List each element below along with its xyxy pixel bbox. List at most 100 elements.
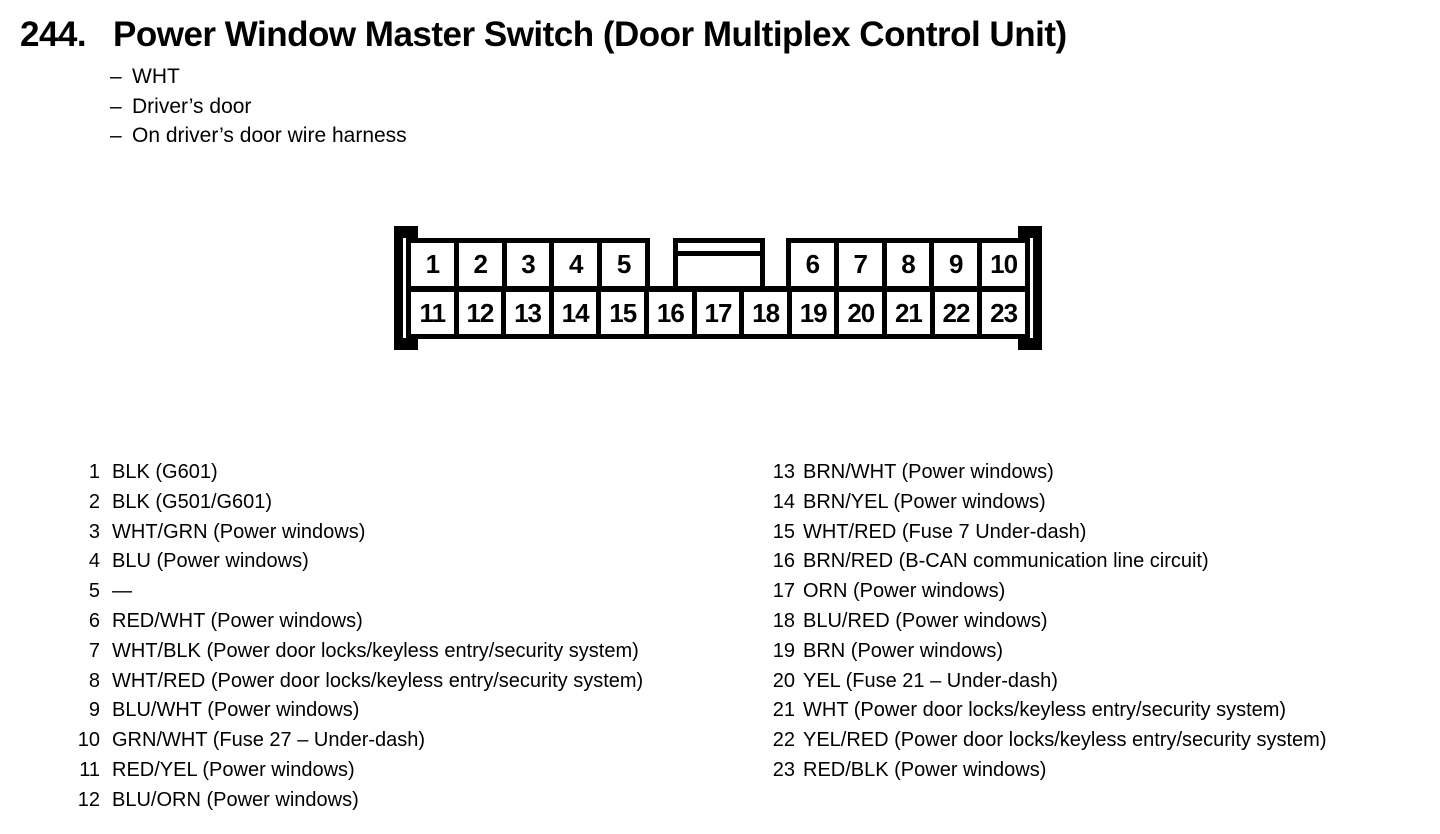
connector-pin-block-11-23: 11 12 13 14 15 16 17 18 19 20 21 22 23 <box>406 286 1030 339</box>
pin-number: 14 <box>772 490 795 513</box>
pin-row: 17 ORN (Power windows) <box>769 577 1327 607</box>
pin-number: 19 <box>772 639 795 662</box>
pin-description: BLU/ORN (Power windows) <box>112 788 359 811</box>
pin-number: 8 <box>88 669 100 692</box>
pin-cell-11: 11 <box>419 297 446 328</box>
pin-number: 17 <box>772 580 795 603</box>
pin-description: BLK (G501/G601) <box>112 490 273 513</box>
pin-number: 2 <box>88 490 100 513</box>
pin-description: BRN (Power windows) <box>803 639 1004 662</box>
connector-pin-block-1-5: 1 2 3 4 5 <box>406 238 650 286</box>
pin-cell-10: 10 <box>977 243 1025 286</box>
connector-diagram: 1 2 3 4 5 6 7 8 9 10 11 12 13 14 15 16 <box>394 226 1042 350</box>
pin-cell-23: 23 <box>977 292 1025 334</box>
pin-row: 14 BRN/YEL (Power windows) <box>769 488 1327 518</box>
page-title: Power Window Master Switch (Door Multipl… <box>113 15 1067 54</box>
pin-description: BLU/WHT (Power windows) <box>112 699 360 722</box>
pin-row: 7 WHT/BLK (Power door locks/keyless entry… <box>72 637 643 667</box>
pin-cell-19: 19 <box>786 292 835 334</box>
pin-row: 8 WHT/RED (Power door locks/keyless entry… <box>72 667 643 697</box>
pin-description: WHT/GRN (Power windows) <box>112 520 366 543</box>
pin-number: 21 <box>772 699 795 722</box>
pin-cell-21: 21 <box>882 292 930 334</box>
note-line: –Driver’s door <box>110 92 407 122</box>
pin-description: YEL (Fuse 21 – Under-dash) <box>803 669 1058 692</box>
pin-row: 20 YEL (Fuse 21 – Under-dash) <box>769 667 1327 697</box>
pin-number: 15 <box>772 520 795 543</box>
connector-pin-block-6-10: 6 7 8 9 10 <box>786 238 1030 286</box>
pin-cell-20: 20 <box>834 292 882 334</box>
note-dash: – <box>110 94 122 118</box>
pin-number: 11 <box>79 758 100 781</box>
pin-row: 23 RED/BLK (Power windows) <box>769 756 1327 786</box>
pin-row: 22 YEL/RED (Power door locks/keyless entr… <box>769 726 1327 756</box>
pin-number: 20 <box>772 669 795 692</box>
pin-description: BRN/YEL (Power windows) <box>803 490 1046 513</box>
connector-top-row: 1 2 3 4 5 6 7 8 9 10 <box>406 238 1030 286</box>
connector-right-rail <box>1018 226 1042 350</box>
pin-cell-8: 8 <box>881 243 930 286</box>
pin-row: 9 BLU/WHT (Power windows) <box>72 696 643 726</box>
pin-row: 19 BRN (Power windows) <box>769 637 1327 667</box>
pin-row: 6 RED/WHT (Power windows) <box>72 607 643 637</box>
pin-number: 3 <box>88 520 100 543</box>
pin-description: RED/WHT (Power windows) <box>112 609 363 632</box>
pin-cell-4: 4 <box>549 243 597 286</box>
pin-number: 12 <box>77 788 100 811</box>
pin-description: WHT (Power door locks/keyless entry/secu… <box>803 699 1287 722</box>
section-number: 244. <box>20 15 87 54</box>
pin-number: 4 <box>88 550 100 573</box>
pin-number: 9 <box>88 699 100 722</box>
note-text: WHT <box>132 65 180 88</box>
pin-description: BRN/WHT (Power windows) <box>803 461 1054 483</box>
pin-number: 6 <box>88 609 100 632</box>
pin-cell-18: 18 <box>739 292 787 334</box>
note-dash: – <box>110 65 122 88</box>
pin-row: 2 BLK (G501/G601) <box>72 488 643 518</box>
pin-cell-6: 6 <box>805 249 820 279</box>
connector-notes: –WHT –Driver’s door –On driver’s door wi… <box>110 62 407 151</box>
connector-keyway <box>673 238 765 286</box>
note-dash: – <box>110 124 122 147</box>
pin-cell-2: 2 <box>453 243 502 286</box>
pin-cell-15: 15 <box>596 292 644 334</box>
pin-description: BLU/RED (Power windows) <box>803 609 1048 632</box>
pin-row: 12 BLU/ORN (Power windows) <box>72 786 643 816</box>
connector-left-rail <box>394 226 418 350</box>
pin-description: BLK (G601) <box>112 461 218 483</box>
pin-cell-14: 14 <box>548 292 597 334</box>
note-line: –WHT <box>110 62 407 92</box>
pin-number: 13 <box>772 461 795 483</box>
pin-description: WHT/BLK (Power door locks/keyless entry/… <box>112 639 639 662</box>
pin-description: WHT/RED (Power door locks/keyless entry/… <box>112 669 644 692</box>
pin-description: RED/BLK (Power windows) <box>803 758 1047 781</box>
pin-number: 16 <box>772 550 795 573</box>
connector-gap-left <box>650 238 673 286</box>
pin-row: 10 GRN/WHT (Fuse 27 – Under-dash) <box>72 726 643 756</box>
pin-number: 22 <box>772 729 795 752</box>
pin-description: GRN/WHT (Fuse 27 – Under-dash) <box>112 729 426 752</box>
pin-legend-left: 1 BLK (G601) 2 BLK (G501/G601) 3 WHT/GRN (P… <box>72 458 643 816</box>
pin-cell-9: 9 <box>929 243 977 286</box>
pin-description: ORN (Power windows) <box>803 580 1006 603</box>
pin-row: 1 BLK (G601) <box>72 458 643 488</box>
pin-description: — <box>112 580 132 603</box>
pin-number: 1 <box>88 461 100 483</box>
pin-cell-3: 3 <box>501 243 550 286</box>
pin-cell-5: 5 <box>597 243 645 286</box>
note-text: On driver’s door wire harness <box>132 124 407 147</box>
pin-row: 21 WHT (Power door locks/keyless entry/se… <box>769 696 1327 726</box>
pin-description: WHT/RED (Fuse 7 Under-dash) <box>803 520 1087 543</box>
pin-number: 10 <box>77 729 100 752</box>
pin-cell-17: 17 <box>691 292 740 334</box>
pin-row: 13 BRN/WHT (Power windows) <box>769 458 1327 488</box>
pin-number: 5 <box>88 580 100 603</box>
pin-number: 23 <box>772 758 795 781</box>
pin-number: 7 <box>88 639 100 662</box>
pin-description: YEL/RED (Power door locks/keyless entry/… <box>803 729 1327 752</box>
pin-number: 18 <box>772 609 795 632</box>
pin-row: 5— <box>72 577 643 607</box>
